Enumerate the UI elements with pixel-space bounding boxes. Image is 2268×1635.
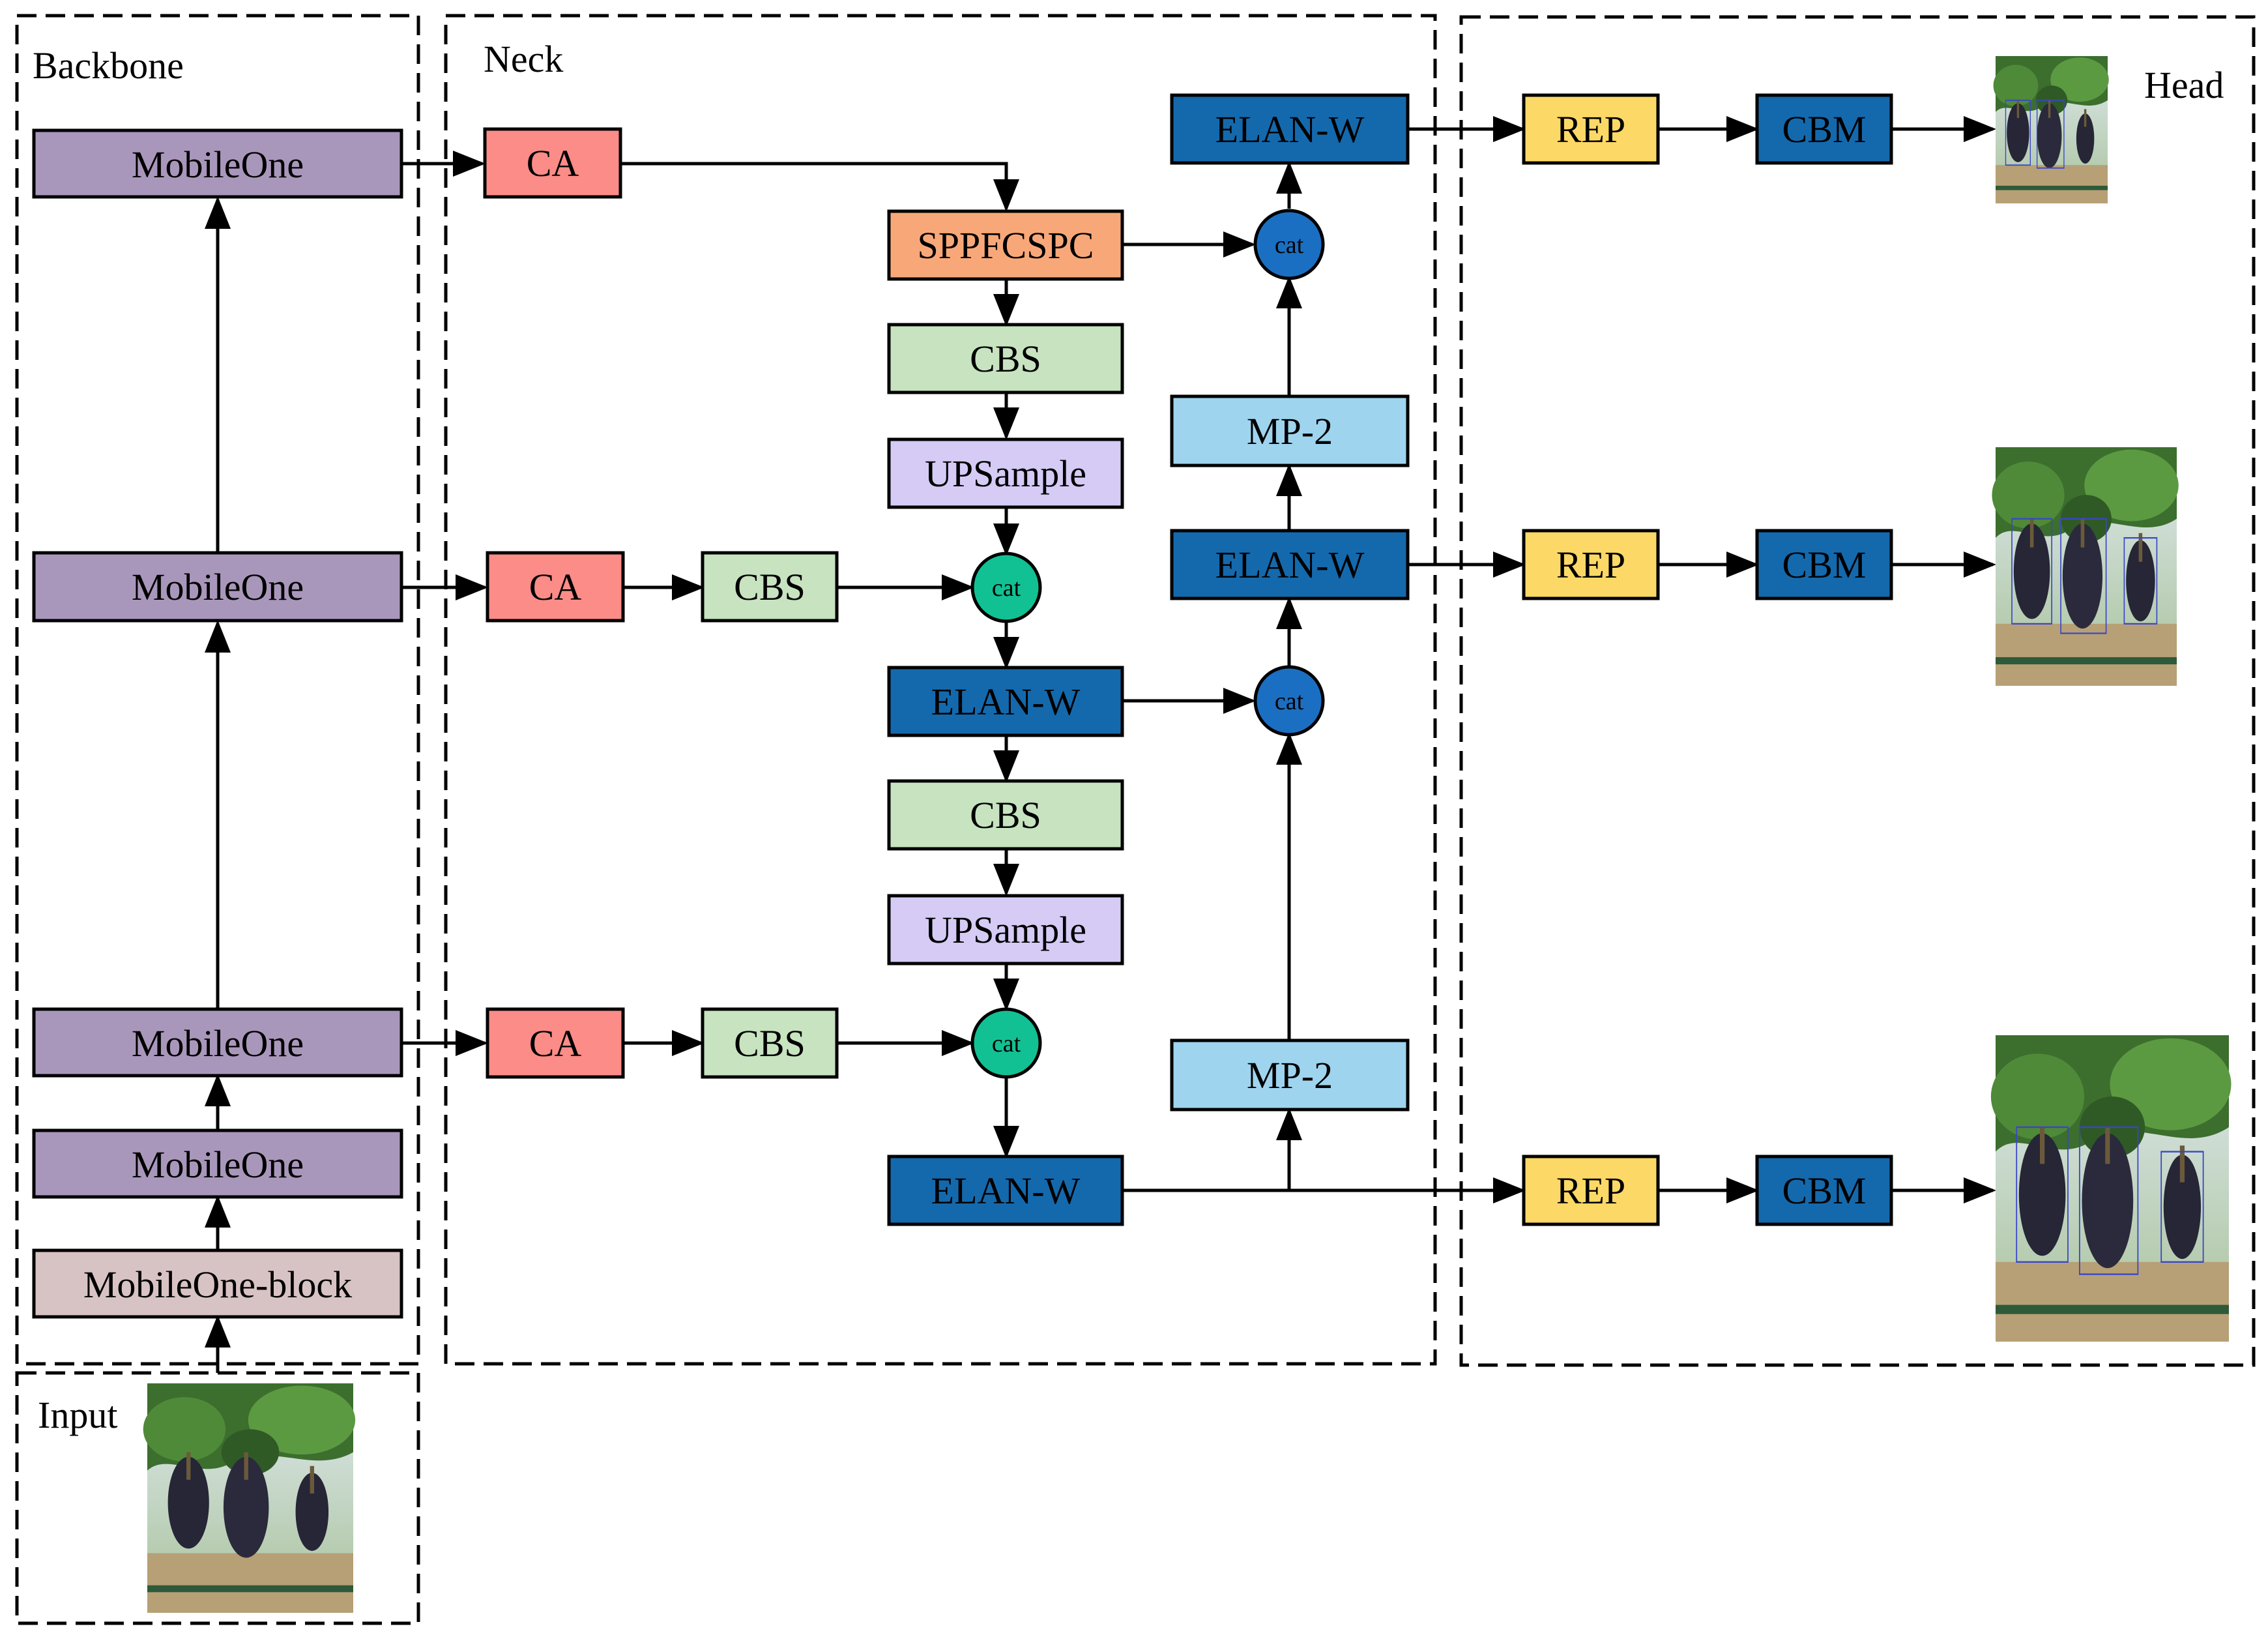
elan-w-mid bbox=[887, 666, 1124, 737]
backbone-title: Backbone bbox=[33, 44, 184, 87]
cbs-1 bbox=[887, 323, 1124, 394]
cat-blue-mid-label: cat bbox=[1275, 688, 1304, 715]
rep-bot bbox=[1522, 1155, 1660, 1226]
cat-green-1-label: cat bbox=[992, 574, 1021, 602]
edge-ca-top-to-sppfcspc bbox=[622, 162, 1019, 212]
mp2-bot bbox=[1170, 1038, 1410, 1112]
upsample-2 bbox=[887, 894, 1124, 965]
rep-mid bbox=[1522, 529, 1660, 600]
cbm-mid-label: CBM bbox=[1782, 544, 1867, 586]
ca-bot bbox=[486, 1007, 625, 1079]
mobileone-2 bbox=[32, 1007, 403, 1078]
cat-blue-top bbox=[1253, 209, 1325, 280]
output-photo-top bbox=[1993, 56, 2109, 203]
head-title: Head bbox=[2144, 64, 2224, 106]
elan-w-right-mid-label: ELAN-W bbox=[1215, 544, 1365, 586]
elan-w-mid-label: ELAN-W bbox=[931, 681, 1081, 723]
cat-green-2 bbox=[970, 1007, 1042, 1079]
mobileone-block bbox=[32, 1248, 403, 1319]
output-photo-mid bbox=[1992, 447, 2179, 686]
sppfcspc bbox=[887, 209, 1124, 281]
ca-top bbox=[483, 127, 622, 199]
cbs-1-label: CBS bbox=[970, 338, 1041, 380]
mp2-bot-label: MP-2 bbox=[1247, 1054, 1333, 1097]
cbm-bot bbox=[1755, 1155, 1893, 1226]
output-photo-bot bbox=[1990, 1035, 2232, 1342]
mp2-top-label: MP-2 bbox=[1247, 410, 1333, 452]
mobileone-3 bbox=[32, 551, 403, 623]
cat-blue-mid bbox=[1253, 665, 1325, 737]
sppfcspc-label: SPPFCSPC bbox=[918, 224, 1094, 267]
head-frame bbox=[1459, 15, 2256, 1367]
upsample-1 bbox=[887, 437, 1124, 509]
mobileone-2-label: MobileOne bbox=[132, 1022, 304, 1065]
cbs-mid bbox=[701, 551, 839, 623]
cbm-mid bbox=[1755, 529, 1893, 600]
neck-title: Neck bbox=[484, 38, 563, 80]
cbs-bot bbox=[701, 1007, 839, 1079]
mobileone-3-label: MobileOne bbox=[132, 566, 304, 608]
cat-blue-top-label: cat bbox=[1275, 231, 1304, 259]
cat-green-2-label: cat bbox=[992, 1030, 1021, 1057]
ca-top-label: CA bbox=[527, 142, 579, 184]
upsample-1-label: UPSample bbox=[925, 452, 1086, 495]
upsample-2-label: UPSample bbox=[925, 909, 1086, 951]
cbs-2 bbox=[887, 779, 1124, 851]
elan-w-bot bbox=[887, 1155, 1124, 1226]
neck-frame bbox=[444, 14, 1437, 1366]
rep-top bbox=[1522, 93, 1660, 165]
elan-w-top bbox=[1170, 93, 1410, 165]
mobileone-block-label: MobileOne-block bbox=[83, 1263, 352, 1306]
rep-mid-label: REP bbox=[1556, 544, 1625, 586]
mobileone-1-label: MobileOne bbox=[132, 1143, 304, 1186]
cbs-2-label: CBS bbox=[970, 794, 1041, 836]
input-title: Input bbox=[38, 1394, 117, 1436]
ca-bot-label: CA bbox=[529, 1022, 582, 1065]
mp2-top bbox=[1170, 394, 1410, 467]
elan-w-top-label: ELAN-W bbox=[1215, 108, 1365, 151]
cbm-bot-label: CBM bbox=[1782, 1170, 1867, 1212]
mobileone-4 bbox=[32, 128, 403, 199]
ca-mid bbox=[486, 551, 625, 623]
ca-mid-label: CA bbox=[529, 566, 582, 608]
mobileone-4-label: MobileOne bbox=[132, 143, 304, 186]
cat-green-1 bbox=[970, 552, 1042, 623]
cbm-top bbox=[1755, 93, 1893, 165]
cbs-mid-label: CBS bbox=[734, 566, 806, 608]
rep-bot-label: REP bbox=[1556, 1170, 1625, 1212]
rep-top-label: REP bbox=[1556, 108, 1625, 151]
elan-w-bot-label: ELAN-W bbox=[931, 1170, 1081, 1212]
elan-w-right-mid bbox=[1170, 529, 1410, 600]
input-photo bbox=[143, 1383, 356, 1613]
cbm-top-label: CBM bbox=[1782, 108, 1867, 151]
mobileone-1 bbox=[32, 1128, 403, 1199]
cbs-bot-label: CBS bbox=[734, 1022, 806, 1065]
